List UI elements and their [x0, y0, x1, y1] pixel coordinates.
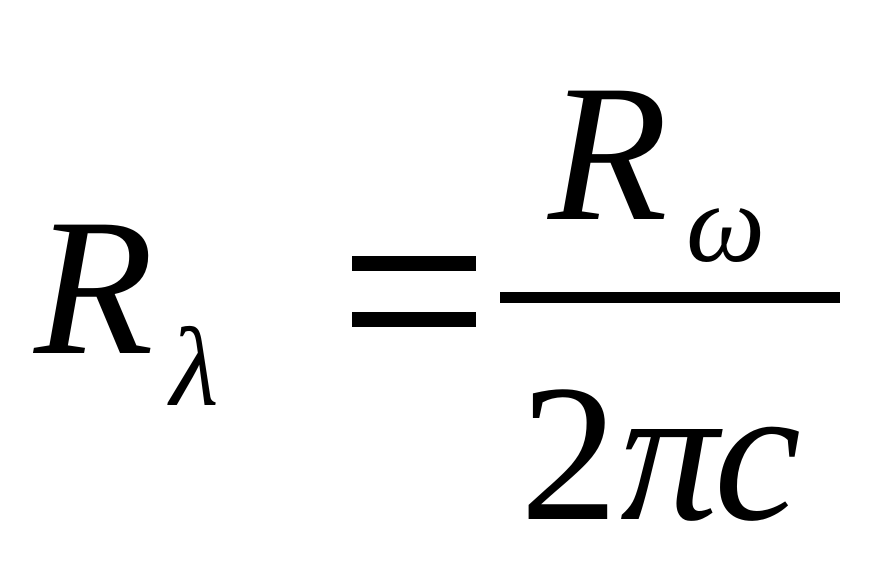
fraction-bar [500, 292, 840, 303]
numerator-subscript-omega: ω [686, 162, 766, 286]
equals-sign-lower-bar [352, 312, 476, 327]
lhs-subscript-lambda: λ [170, 306, 219, 430]
equals-sign-upper-bar [352, 256, 476, 271]
denominator-coefficient: 2 [520, 345, 618, 562]
lhs-symbol: R [34, 179, 154, 396]
denominator-variable: c [714, 345, 801, 562]
numerator-symbol: R [548, 45, 668, 262]
denominator-pi: π [620, 345, 719, 562]
